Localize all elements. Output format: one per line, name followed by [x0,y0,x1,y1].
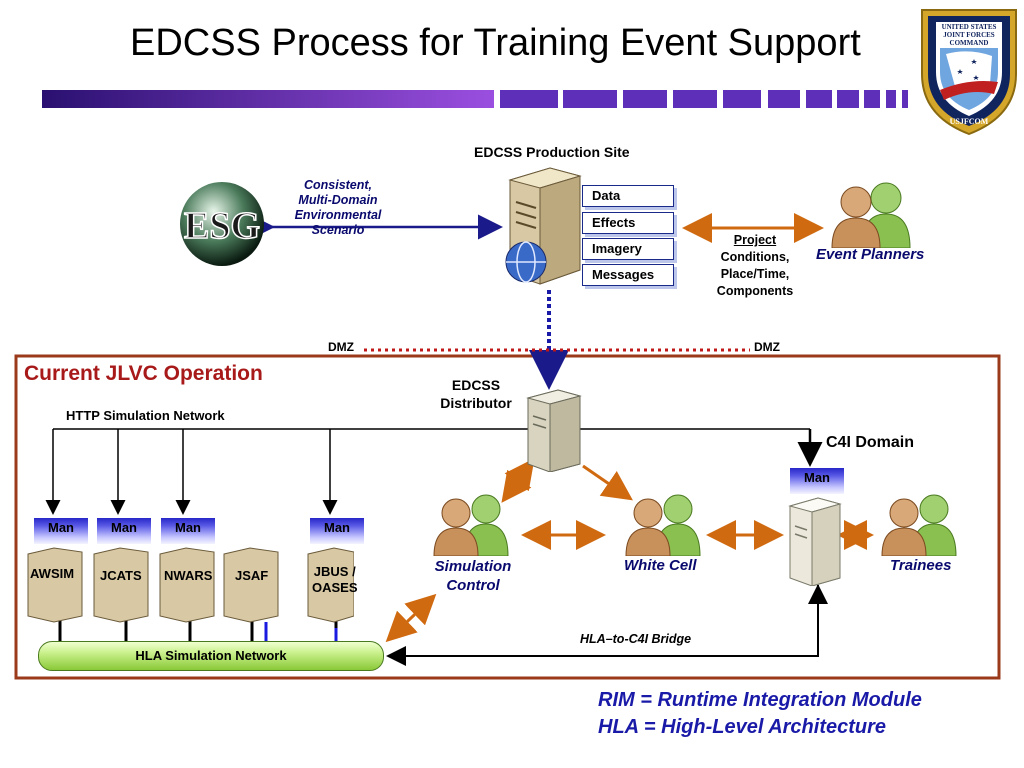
c4i-server-icon [788,497,842,586]
man-badge-jcats: Man [97,518,151,544]
svg-text:ESG: ESG [184,205,260,247]
svg-text:UNITED STATES: UNITED STATES [942,23,997,31]
messages-item: Messages [582,264,674,286]
svg-text:COMMAND: COMMAND [950,39,989,47]
jlvc-title: Current JLVC Operation [24,362,263,385]
jsaf-label: JSAF [235,568,269,583]
http-network-label: HTTP Simulation Network [66,408,225,423]
event-planners-people-icon [831,182,911,248]
page-title: EDCSS Process for Training Event Support [130,22,861,64]
hla-network-bar: HLA Simulation Network [38,641,384,671]
man-badge-nwars: Man [161,518,215,544]
nwars-label: NWARS [164,568,213,583]
distributor-label: EDCSS Distributor [440,377,512,411]
white-cell-people-icon [625,494,701,556]
svg-text:USJFCOM: USJFCOM [950,117,989,126]
c4i-domain-label: C4I Domain [826,434,915,451]
esg-globe-icon: ESG [180,182,264,266]
distributor-server-icon [526,389,582,472]
legend-hla: HLA = High-Level Architecture [598,716,887,738]
dmz-left-label: DMZ [328,340,354,354]
man-badge-jbus: Man [310,518,364,544]
jcats-label: JCATS [100,568,142,583]
jbus-oases-label: JBUS / OASES [312,564,358,595]
trainees-label: Trainees [890,557,952,574]
white-cell-label: White Cell [624,557,697,574]
imagery-item: Imagery [582,238,674,260]
legend-rim: RIM = Runtime Integration Module [598,689,922,711]
dmz-right-label: DMZ [754,340,780,354]
bridge-label: HLA–to-C4I Bridge [580,632,692,646]
simulation-control-label: Simulation Control [434,558,512,594]
trainees-people-icon [881,494,957,556]
simulation-servers-icons [27,547,354,623]
simulation-control-people-icon [433,494,509,556]
production-site-label: EDCSS Production Site [474,144,630,160]
usjfcom-seal-icon: UNITED STATES JOINT FORCES COMMAND USJFC… [921,9,1017,136]
man-badge-awsim: Man [34,518,88,544]
scenario-label: Consistent, Multi-Domain Environmental S… [294,178,382,237]
man-badge-c4i: Man [790,468,844,494]
data-item: Data [582,185,674,207]
effects-item: Effects [582,212,674,234]
event-planners-label: Event Planners [816,246,925,263]
project-label: Project Conditions, Place/Time, Componen… [716,233,794,298]
awsim-label: AWSIM [30,566,75,581]
production-server-icon [505,167,582,285]
svg-text:JOINT FORCES: JOINT FORCES [943,31,995,39]
